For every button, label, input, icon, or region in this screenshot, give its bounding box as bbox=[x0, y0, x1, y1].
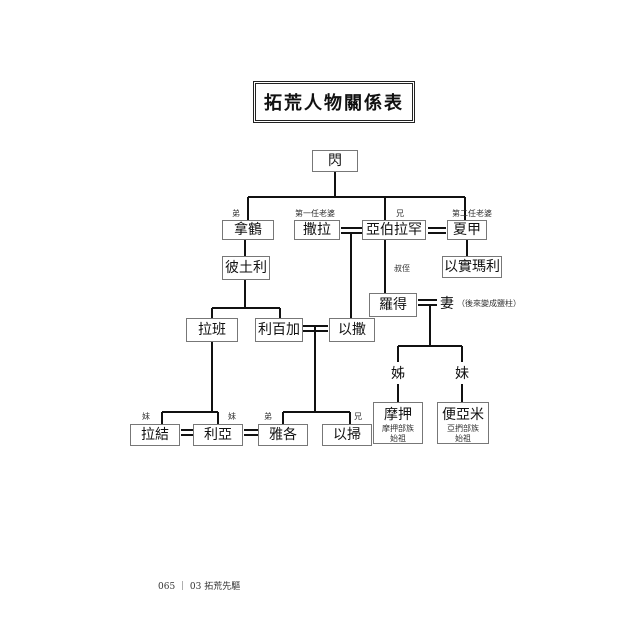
node-moab-note: 摩押部族始祖 bbox=[382, 424, 414, 443]
label-younger-brother: 弟 bbox=[232, 209, 240, 218]
node-benammi: 便亞米 亞捫部族始祖 bbox=[437, 402, 489, 444]
label-rachel-sister: 妹 bbox=[228, 412, 236, 421]
node-sarai: 撒拉 bbox=[294, 220, 340, 240]
node-moab-name: 摩押 bbox=[384, 407, 412, 423]
node-rebekah: 利百加 bbox=[255, 318, 303, 342]
node-leah: 拉結 bbox=[130, 424, 180, 446]
node-elder-sister: 姊 bbox=[391, 366, 405, 382]
node-rachel: 利亞 bbox=[193, 424, 243, 446]
node-abram: 亞伯拉罕 bbox=[362, 220, 426, 240]
node-bethuel: 彼土利 bbox=[222, 256, 270, 280]
node-benammi-name: 便亞米 bbox=[442, 407, 484, 423]
node-hagar: 夏甲 bbox=[447, 220, 487, 240]
node-younger-sister: 妹 bbox=[455, 366, 469, 382]
label-second-wife: 第二任老婆 bbox=[452, 209, 492, 218]
node-moab: 摩押 摩押部族始祖 bbox=[373, 402, 423, 444]
label-nephew: 叔侄 bbox=[394, 264, 410, 273]
label-first-wife: 第一任老婆 bbox=[295, 209, 335, 218]
node-lot: 羅得 bbox=[369, 293, 417, 317]
node-isaac: 以撒 bbox=[329, 318, 375, 342]
node-wife: 妻 bbox=[440, 296, 454, 312]
node-ishmael: 以實瑪利 bbox=[442, 256, 502, 278]
label-elder-brother: 兄 bbox=[396, 209, 404, 218]
label-leah-sister: 妹 bbox=[142, 412, 150, 421]
node-laban: 拉班 bbox=[186, 318, 238, 342]
page-footer: 065 ｜ 03 拓荒先驅 bbox=[158, 582, 241, 592]
node-root: 閃 bbox=[312, 150, 358, 172]
label-esau-brother: 兄 bbox=[354, 412, 362, 421]
label-jacob-brother: 弟 bbox=[264, 412, 272, 421]
node-nahor: 拿鶴 bbox=[222, 220, 274, 240]
node-benammi-note: 亞捫部族始祖 bbox=[447, 424, 479, 443]
node-esau: 以掃 bbox=[322, 424, 372, 446]
label-wife-note: （後來變成鹽柱） bbox=[457, 299, 521, 308]
diagram-title: 拓荒人物關係表 bbox=[253, 81, 415, 123]
node-jacob: 雅各 bbox=[258, 424, 308, 446]
